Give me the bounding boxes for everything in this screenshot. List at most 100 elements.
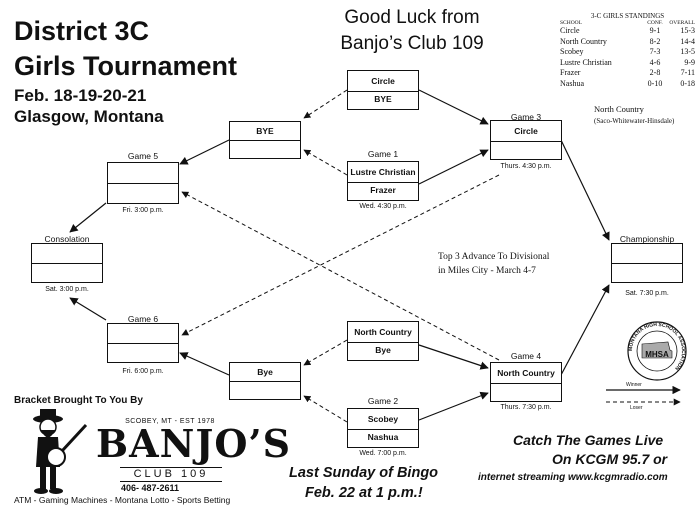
mhsa-logo: MONTANA HIGH SCHOOL ASSOCIATION MHSA [627, 321, 687, 381]
team-slot: Nashua [367, 432, 399, 442]
consolation-box [31, 243, 103, 283]
consolation-label: Consolation [44, 234, 90, 244]
standings-conf: 9-1 [649, 26, 661, 35]
team-slot: BYE [230, 122, 300, 141]
team-slot: North Country [348, 322, 418, 343]
game-5-label: Game 5 [127, 151, 159, 161]
standings-col-school: SCHOOL [560, 20, 583, 26]
game-2-box: Scobey Nashua [347, 408, 419, 448]
standings-overall: 9-9 [684, 57, 695, 67]
tournament-dates: Feb. 18-19-20-21 [14, 86, 147, 105]
banjos-services: ATM - Gaming Machines - Montana Lotto - … [14, 495, 231, 505]
game-6-time: Fri. 6:00 p.m. [122, 368, 164, 375]
standings-school: North Country [560, 36, 607, 46]
sponsor-top-line-2: Banjo’s Club 109 [340, 33, 484, 54]
game-4-box: North Country [490, 362, 562, 402]
bingo-line-2: Feb. 22 at 1 p.m.! [305, 485, 423, 501]
team-slot: Circle [348, 71, 418, 92]
banjos-club: CLUB 109 [120, 467, 222, 482]
game-3-box: Circle [490, 120, 562, 160]
matchup-circle-bye: Circle BYE [347, 70, 419, 110]
championship-box [611, 243, 683, 283]
standings-row: Frazer 2-8 7-11 [560, 68, 695, 79]
game-1-time: Wed. 4:30 p.m. [359, 203, 407, 210]
team-slot: BYE [374, 94, 392, 104]
standings-school: Circle [560, 26, 580, 35]
standings-overall: 13-5 [680, 47, 695, 56]
team-slot: Bye [375, 345, 391, 355]
championship-label: Championship [619, 234, 675, 244]
game-6-box [107, 323, 179, 363]
championship-time: Sat. 7:30 p.m. [625, 290, 669, 297]
standings-overall: 0-18 [680, 78, 695, 88]
team-slot: Frazer [370, 185, 396, 195]
advance-note-line-2: in Miles City - March 4-7 [438, 266, 536, 276]
radio-line-2: On KCGM 95.7 or [552, 451, 668, 467]
consolation-time: Sat. 3:00 p.m. [45, 286, 89, 293]
team-slot: Bye [230, 363, 300, 382]
standings-overall: 15-3 [680, 26, 695, 35]
banjos-est: SCOBEY, MT - EST 1978 [125, 418, 215, 425]
team-slot [32, 244, 102, 264]
bracket-brought-by: Bracket Brought To You By [14, 395, 143, 406]
game-5-box [107, 162, 179, 204]
team-slot: North Country [491, 363, 561, 384]
standings-row: Scobey 7-3 13-5 [560, 47, 695, 58]
legend-loser: Loser [630, 405, 643, 411]
standings-school: Nashua [560, 78, 584, 88]
sponsor-top-line-1: Good Luck from [344, 7, 480, 28]
game-3-time: Thurs. 4:30 p.m. [500, 163, 552, 170]
standings-col-overall: OVERALL [669, 20, 695, 26]
bye-bottom-box: Bye [229, 362, 301, 400]
standings-table: 3-C GIRLS STANDINGS SCHOOL CONF. OVERALL… [560, 12, 695, 89]
radio-line-3: internet streaming www.kcgmradio.com [478, 472, 668, 483]
game-4-label: Game 4 [510, 351, 542, 361]
banjos-brand: BANJO’S [96, 421, 292, 466]
team-slot [108, 163, 178, 184]
legend-winner: Winner [626, 382, 642, 388]
standings-school: Scobey [560, 47, 584, 56]
standings-row: Nashua 0-10 0-18 [560, 79, 695, 90]
banjo-player-icon [33, 409, 88, 494]
tournament-location: Glasgow, Montana [14, 107, 164, 126]
north-country-schools: (Saco-Whitewater-Hinsdale) [594, 117, 675, 125]
standings-conf: 4-6 [649, 57, 661, 67]
north-country-note: North Country [594, 104, 644, 114]
team-slot [108, 324, 178, 344]
game-3-label: Game 3 [510, 112, 542, 122]
game-2-time: Wed. 7:00 p.m. [359, 450, 407, 457]
standings-conf: 2-8 [649, 68, 661, 77]
standings-school: Lustre Christian [560, 57, 612, 67]
team-slot: Circle [491, 121, 561, 142]
advance-note-line-1: Top 3 Advance To Divisional [438, 252, 550, 262]
game-4-time: Thurs. 7:30 p.m. [500, 404, 552, 411]
standings-title: 3-C GIRLS STANDINGS [590, 12, 665, 20]
matchup-north-country-bye: North Country Bye [347, 321, 419, 361]
standings-overall: 14-4 [680, 36, 695, 46]
standings-conf: 7-3 [649, 47, 661, 56]
radio-line-1: Catch The Games Live [513, 432, 664, 448]
bye-top-box: BYE [229, 121, 301, 159]
standings-school: Frazer [560, 68, 581, 77]
team-slot [612, 244, 682, 264]
game-2-label: Game 2 [367, 396, 399, 406]
standings-col-conf: CONF. [647, 20, 663, 26]
mhsa-center: MHSA [645, 350, 669, 359]
title-line-2: Girls Tournament [14, 51, 238, 81]
team-slot: Scobey [348, 409, 418, 430]
title-line-1: District 3C [14, 16, 150, 46]
standings-overall: 7-11 [680, 68, 695, 77]
standings-row: North Country 8-2 14-4 [560, 37, 695, 48]
banjos-phone: 406- 487-2611 [120, 483, 180, 493]
standings-row: Lustre Christian 4-6 9-9 [560, 58, 695, 69]
game-1-box: Lustre Christian Frazer [347, 161, 419, 201]
team-slot: Lustre Christian [348, 162, 418, 183]
game-1-label: Game 1 [367, 149, 399, 159]
game-6-label: Game 6 [127, 314, 159, 324]
bingo-line-1: Last Sunday of Bingo [289, 465, 439, 481]
game-5-time: Fri. 3:00 p.m. [122, 207, 164, 214]
standings-conf: 8-2 [649, 36, 661, 46]
standings-row: Circle 9-1 15-3 [560, 26, 695, 37]
standings-conf: 0-10 [647, 78, 663, 88]
